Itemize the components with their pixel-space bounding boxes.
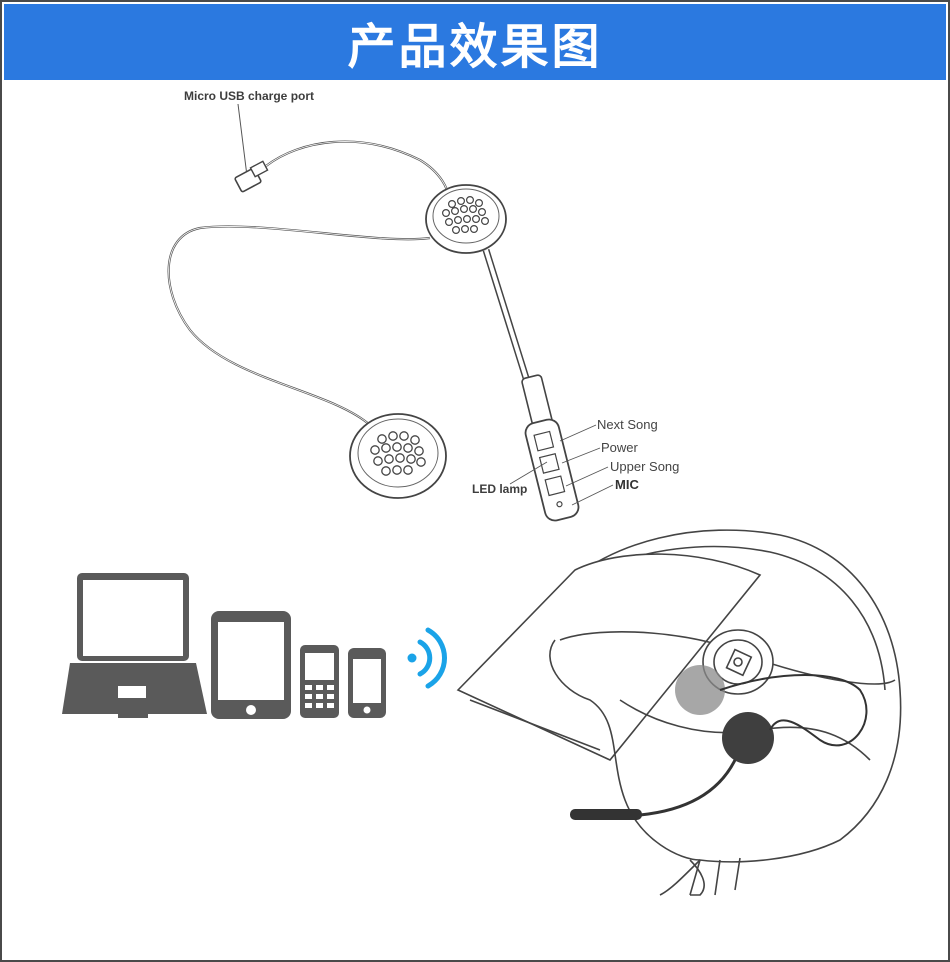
feature-phone-icon xyxy=(300,645,339,718)
speaker-left-icon xyxy=(349,413,447,499)
label-usb-port: Micro USB charge port xyxy=(184,89,315,103)
helmet-boom-mic xyxy=(570,809,642,820)
label-led-lamp: LED lamp xyxy=(472,482,528,496)
label-mic: MIC xyxy=(615,477,639,492)
label-upper-song: Upper Song xyxy=(610,459,680,474)
wireless-signal-icon xyxy=(407,627,447,689)
mic-control-module xyxy=(521,374,580,522)
header-banner: 产品效果图 xyxy=(4,4,946,80)
tablet-icon xyxy=(211,611,291,719)
smartphone-icon xyxy=(348,648,386,718)
usb-connector-icon xyxy=(234,160,269,193)
speaker-right-icon xyxy=(425,184,507,254)
helmet-speaker-rear xyxy=(675,665,725,715)
page-title: 产品效果图 xyxy=(347,19,603,75)
label-power: Power xyxy=(601,440,638,455)
helmet-illustration xyxy=(456,529,902,896)
helmet-speaker-front xyxy=(722,712,774,764)
laptop-icon xyxy=(62,573,207,718)
label-next-song: Next Song xyxy=(597,417,658,432)
